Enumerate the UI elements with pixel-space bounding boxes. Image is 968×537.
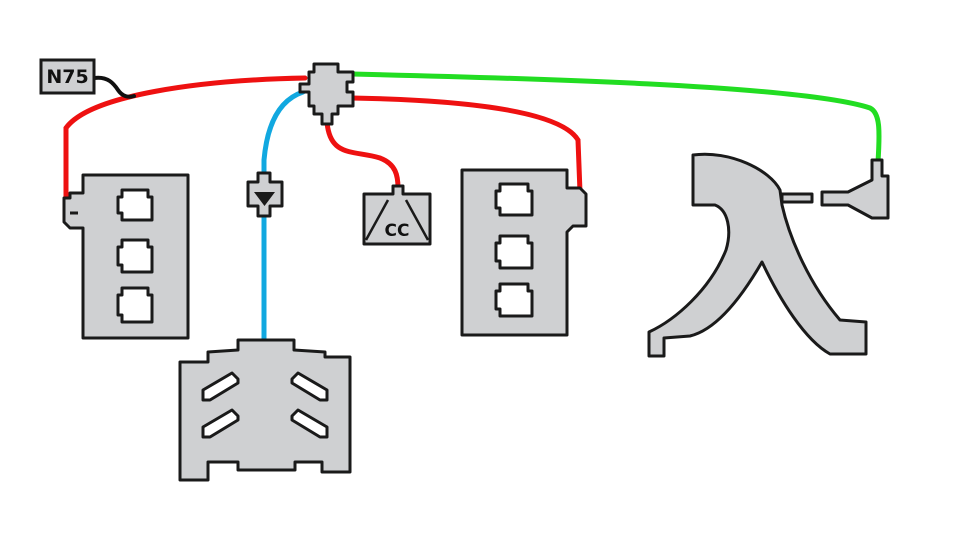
turbo-pipe-nipple xyxy=(780,192,814,204)
manifold-runner-4 xyxy=(290,408,329,439)
manifold-runner-1 xyxy=(201,371,240,402)
right-head-port-2 xyxy=(494,234,534,270)
left-head-port-2 xyxy=(116,238,154,274)
n75-solenoid: N75 xyxy=(39,58,96,95)
canister-label: CC xyxy=(385,221,410,241)
hose-blue-manifold xyxy=(261,89,306,345)
right-head-port-3 xyxy=(494,282,534,318)
left-head-port-3 xyxy=(116,286,154,324)
right-cylinder-head xyxy=(460,168,588,337)
hose-red-right-head xyxy=(349,95,583,195)
manifold-runner-3 xyxy=(290,371,329,402)
right-head-port-1 xyxy=(494,182,534,217)
intake-manifold xyxy=(178,338,352,482)
check-valve-arrow-icon xyxy=(254,192,275,206)
n75-wire xyxy=(92,75,136,99)
turbo-fitting xyxy=(820,158,890,220)
hose-red-canister xyxy=(324,119,401,191)
left-cylinder-head xyxy=(62,173,190,340)
hose-red-left-head xyxy=(63,75,308,201)
manifold-runner-2 xyxy=(201,408,240,439)
check-valve xyxy=(246,171,284,218)
n75-label: N75 xyxy=(46,66,88,88)
hose-green-turbo xyxy=(349,71,882,165)
turbo-inlet-pipe xyxy=(647,152,868,358)
charcoal-canister: CC xyxy=(362,184,432,246)
left-head-port-1 xyxy=(116,188,154,222)
vacuum-tee xyxy=(298,62,355,126)
